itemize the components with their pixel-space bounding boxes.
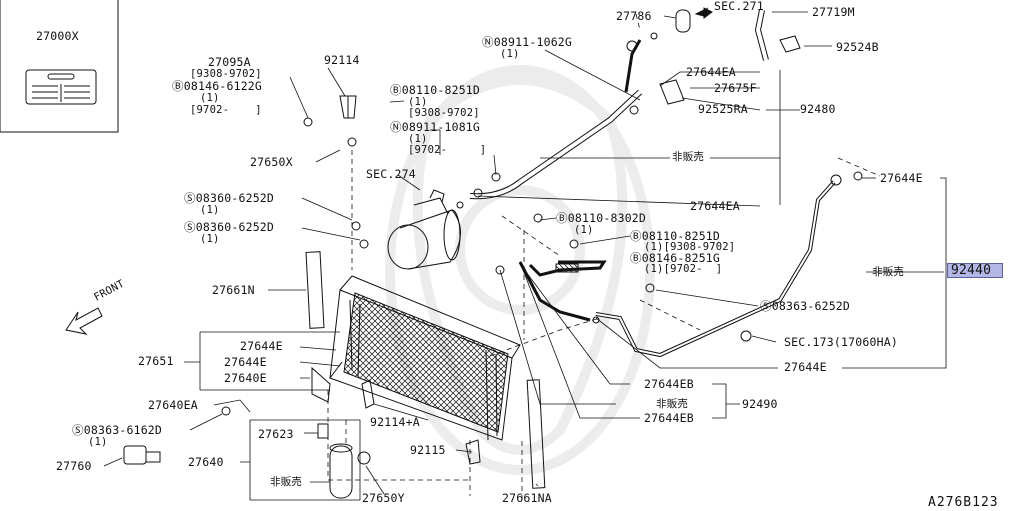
hose-92490	[518, 260, 607, 322]
label-not-for-sale-b: 非販売	[672, 151, 705, 163]
label-box-frame	[0, 0, 119, 133]
leader-lines	[103, 7, 947, 501]
bracket-92114	[339, 95, 357, 119]
label-92114A: 92114+A	[370, 415, 420, 429]
label-92480: 92480	[800, 102, 836, 116]
sec-arrow-icon	[694, 7, 713, 19]
label-27644E-a: 27644E	[240, 339, 283, 353]
dashed-reference-lines	[327, 13, 881, 500]
label-08110-8302D-qty: (1)	[574, 224, 594, 236]
label-27644EB-b: 27644EB	[644, 411, 694, 425]
label-92440-highlighted[interactable]: 92440	[947, 263, 1003, 278]
label-27644E-d: 27644E	[784, 360, 827, 374]
label-27644EA-b: 27644EA	[690, 199, 740, 213]
label-not-for-sale-c: 非販売	[872, 266, 905, 278]
label-not-for-sale-d: 非販売	[656, 398, 689, 410]
label-27661N: 27661N	[212, 283, 255, 297]
label-27644EA-a: 27644EA	[686, 65, 736, 79]
label-92525RA: 92525RA	[698, 102, 748, 116]
label-08363-6162D-qty: (1)	[88, 436, 108, 448]
switch-27760	[123, 445, 161, 465]
label-27650X: 27650X	[250, 155, 293, 169]
receiver-drier-27640	[317, 423, 353, 499]
compressor	[387, 189, 461, 270]
bracket-27640E	[311, 366, 331, 403]
bolts	[221, 32, 863, 465]
label-27644E-b: 27644E	[224, 355, 267, 369]
label-27095A: 27095A	[208, 55, 251, 69]
label-sec173[interactable]: SEC.173(17060HA)	[784, 335, 898, 349]
label-08360-6252D-b-qty: (1)	[200, 233, 220, 245]
bracket-92115	[465, 439, 481, 465]
caution-label-part	[25, 69, 97, 105]
label-27644E-c: 27644E	[880, 171, 923, 185]
label-08146-8251G-range: (1)[9702- ]	[644, 263, 723, 275]
label-08363-6162D: Ⓢ08363-6162D	[72, 423, 163, 437]
pipe-27719M	[675, 9, 801, 61]
label-92490: 92490	[742, 397, 778, 411]
label-27640EA: 27640EA	[148, 398, 198, 412]
label-08110-8251D-a: Ⓑ08110-8251D	[390, 83, 481, 97]
label-27644EB-a: 27644EB	[644, 377, 694, 391]
label-08146-6122G: Ⓑ08146-6122G	[172, 79, 263, 93]
label-sec274: SEC.274	[366, 167, 416, 181]
hose-92480	[469, 39, 643, 200]
label-27760: 27760	[56, 459, 92, 473]
label-08911-1081G: Ⓝ08911-1081G	[390, 120, 481, 134]
label-08110-8251D-b: Ⓑ08110-8251D	[630, 229, 721, 243]
label-08360-6252D-a: Ⓢ08360-6252D	[184, 191, 275, 205]
label-not-for-sale-a: 非販売	[270, 476, 303, 488]
label-27651: 27651	[138, 354, 174, 368]
label-27675F: 27675F	[714, 81, 757, 95]
bracket-92525RA	[659, 79, 685, 105]
label-08911-1062G-qty: (1)	[500, 48, 520, 60]
label-27786: 27786	[616, 9, 652, 23]
label-27623: 27623	[258, 427, 294, 441]
drawing-code: A276B123	[928, 495, 999, 510]
pipe-92440	[595, 174, 842, 358]
label-08146-6122G-qty: (1)	[200, 92, 220, 104]
label-08110-8251D-b-range: (1)[9308-9702]	[644, 241, 736, 253]
label-27661NA: 27661NA	[502, 491, 552, 505]
label-27650Y: 27650Y	[362, 491, 405, 505]
label-92524B: 92524B	[836, 40, 879, 54]
label-08146-8251G: Ⓑ08146-8251G	[630, 251, 721, 265]
label-08911-1081G-range: [9702- ]	[408, 144, 487, 156]
label-08911-1062G: Ⓝ08911-1062G	[482, 35, 573, 49]
label-08911-1081G-qty: (1)	[408, 133, 428, 145]
condenser-27651	[329, 275, 521, 441]
label-08363-6252D: Ⓢ08363-6252D	[760, 299, 851, 313]
seal-27661N	[305, 251, 325, 329]
label-92115: 92115	[410, 443, 446, 457]
label-27640: 27640	[188, 455, 224, 469]
label-27719M: 27719M	[812, 5, 855, 19]
watermark-emblem	[385, 65, 655, 475]
label-27095A-range: [9308-9702]	[190, 68, 262, 80]
label-08360-6252D-a-qty: (1)	[200, 204, 220, 216]
label-08360-6252D-b: Ⓢ08360-6252D	[184, 220, 275, 234]
label-08110-8251D-a-range: [9308-9702]	[408, 107, 480, 119]
label-sec271[interactable]: SEC.271	[714, 0, 764, 13]
label-27000X: 27000X	[36, 29, 79, 43]
label-08110-8302D: Ⓑ08110-8302D	[556, 211, 647, 225]
label-08146-6122G-range: [9702- ]	[190, 104, 262, 116]
label-27640E: 27640E	[224, 371, 267, 385]
label-92114: 92114	[324, 53, 360, 67]
bracket-92114A	[361, 379, 375, 409]
label-08110-8251D-a-qty: (1)	[408, 96, 428, 108]
front-arrow-icon	[65, 307, 103, 335]
